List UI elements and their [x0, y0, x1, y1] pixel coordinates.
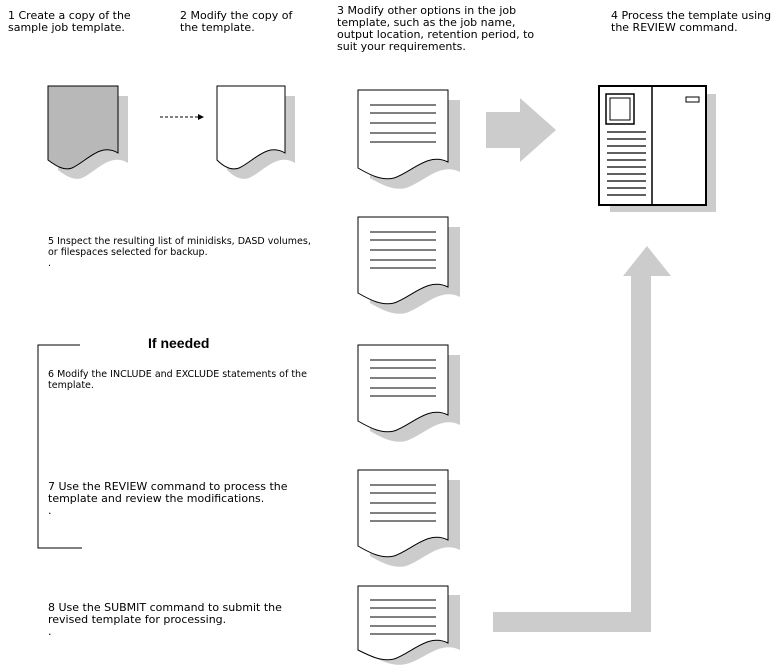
- return-arrow: [493, 246, 671, 632]
- terminal-icon: [598, 85, 716, 212]
- step-4-text: 4 Process the template using the REVIEW …: [611, 9, 772, 34]
- step-6-text: 6 Modify the INCLUDE and EXCLUDE stateme…: [48, 369, 307, 391]
- step-2-text: 2 Modify the copy of the template.: [180, 9, 293, 34]
- document-submit: [357, 585, 460, 665]
- document-template-copy: [216, 85, 295, 179]
- dashed-arrow: [160, 114, 204, 120]
- step-3-text: 3 Modify other options in the job templa…: [337, 4, 535, 53]
- step-8-text: 8 Use the SUBMIT command to submit the r…: [48, 601, 282, 638]
- step-1-text: 1 Create a copy of the sample job templa…: [8, 9, 131, 34]
- document-include-exclude: [357, 344, 460, 442]
- if-needed-heading: If needed: [148, 335, 210, 351]
- if-needed-bracket: [37, 344, 82, 549]
- document-review-modifications: [357, 469, 460, 567]
- document-sample-template: [47, 85, 128, 179]
- step-5-text: 5 Inspect the resulting list of minidisk…: [48, 236, 311, 269]
- step-7-text: 7 Use the REVIEW command to process the …: [48, 480, 288, 517]
- document-selected-list: [357, 216, 460, 314]
- document-job-options: [357, 89, 460, 189]
- arrow-to-terminal: [486, 98, 556, 162]
